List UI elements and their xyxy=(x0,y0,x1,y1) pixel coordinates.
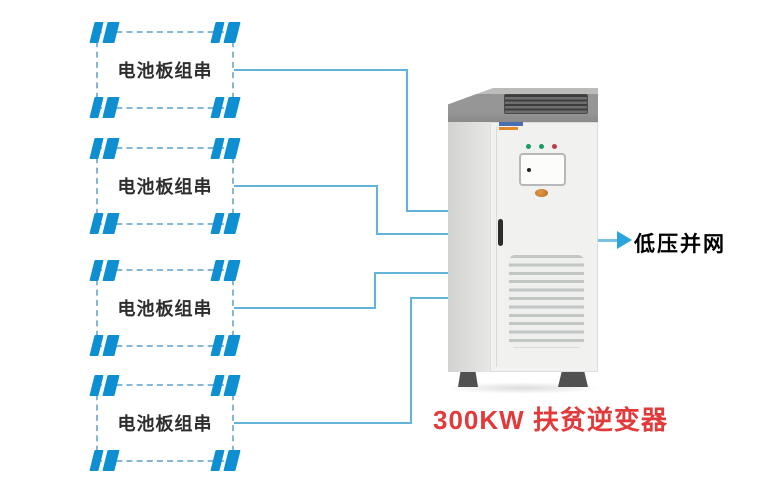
cabinet-foot xyxy=(558,372,588,387)
output-arrow-shaft xyxy=(598,239,618,242)
connection-line-segment xyxy=(374,272,454,274)
solar-panel-icon xyxy=(210,450,241,471)
inverter-caption: 300KW 扶贫逆变器 xyxy=(433,405,668,435)
connection-line-segment xyxy=(234,307,376,309)
pv-string-box-2: 电池板组串 xyxy=(89,138,241,234)
pv-string-box-3: 电池板组串 xyxy=(89,260,241,356)
cabinet-side-face xyxy=(448,120,490,372)
solar-panel-icon xyxy=(210,335,241,356)
cabinet-top-vent xyxy=(504,94,588,114)
solar-panel-icon xyxy=(89,260,120,281)
connection-line-segment xyxy=(406,210,454,212)
status-led-green xyxy=(526,144,531,149)
solar-panel-icon xyxy=(210,260,241,281)
connection-line-segment xyxy=(234,422,412,424)
solar-panel-icon xyxy=(89,97,120,118)
cabinet-access-panel xyxy=(519,153,566,186)
status-led-red xyxy=(552,144,557,149)
cabinet-door-seam xyxy=(496,127,497,367)
grid-connection-label: 低压并网 xyxy=(634,233,726,256)
brand-logo xyxy=(499,122,529,132)
cabinet-foot xyxy=(458,372,478,387)
keyhole-icon xyxy=(527,168,531,172)
pv-string-label: 电池板组串 xyxy=(117,177,213,197)
solar-panel-icon xyxy=(210,375,241,396)
solar-panel-icon xyxy=(89,375,120,396)
solar-panel-icon xyxy=(89,335,120,356)
connection-line-segment xyxy=(234,69,408,71)
cabinet-front-face xyxy=(490,122,598,372)
arrow-right-icon xyxy=(617,231,632,249)
connection-line-segment xyxy=(410,297,412,424)
solar-panel-icon xyxy=(210,213,241,234)
cabinet-vent-grille xyxy=(509,255,584,348)
solar-panel-icon xyxy=(210,22,241,43)
inverter-cabinet xyxy=(444,86,602,394)
connection-line-segment xyxy=(234,185,378,187)
solar-panel-icon xyxy=(89,450,120,471)
solar-panel-icon xyxy=(89,138,120,159)
solar-panel-icon xyxy=(89,213,120,234)
status-led-green xyxy=(539,144,544,149)
solar-panel-icon xyxy=(210,97,241,118)
cabinet-emblem xyxy=(535,189,548,197)
connection-line-segment xyxy=(376,233,454,235)
pv-string-box-4: 电池板组串 xyxy=(89,375,241,471)
pv-string-label: 电池板组串 xyxy=(117,414,213,434)
status-led-group xyxy=(526,144,557,149)
connection-line-segment xyxy=(374,272,376,309)
pv-string-box-1: 电池板组串 xyxy=(89,22,241,118)
pv-string-label: 电池板组串 xyxy=(117,61,213,81)
solar-panel-icon xyxy=(89,22,120,43)
connection-line-segment xyxy=(376,185,378,235)
pv-string-label: 电池板组串 xyxy=(117,299,213,319)
solar-panel-icon xyxy=(210,138,241,159)
connection-line-segment xyxy=(410,297,454,299)
cabinet-door-handle xyxy=(498,219,503,246)
connection-line-segment xyxy=(406,69,408,212)
